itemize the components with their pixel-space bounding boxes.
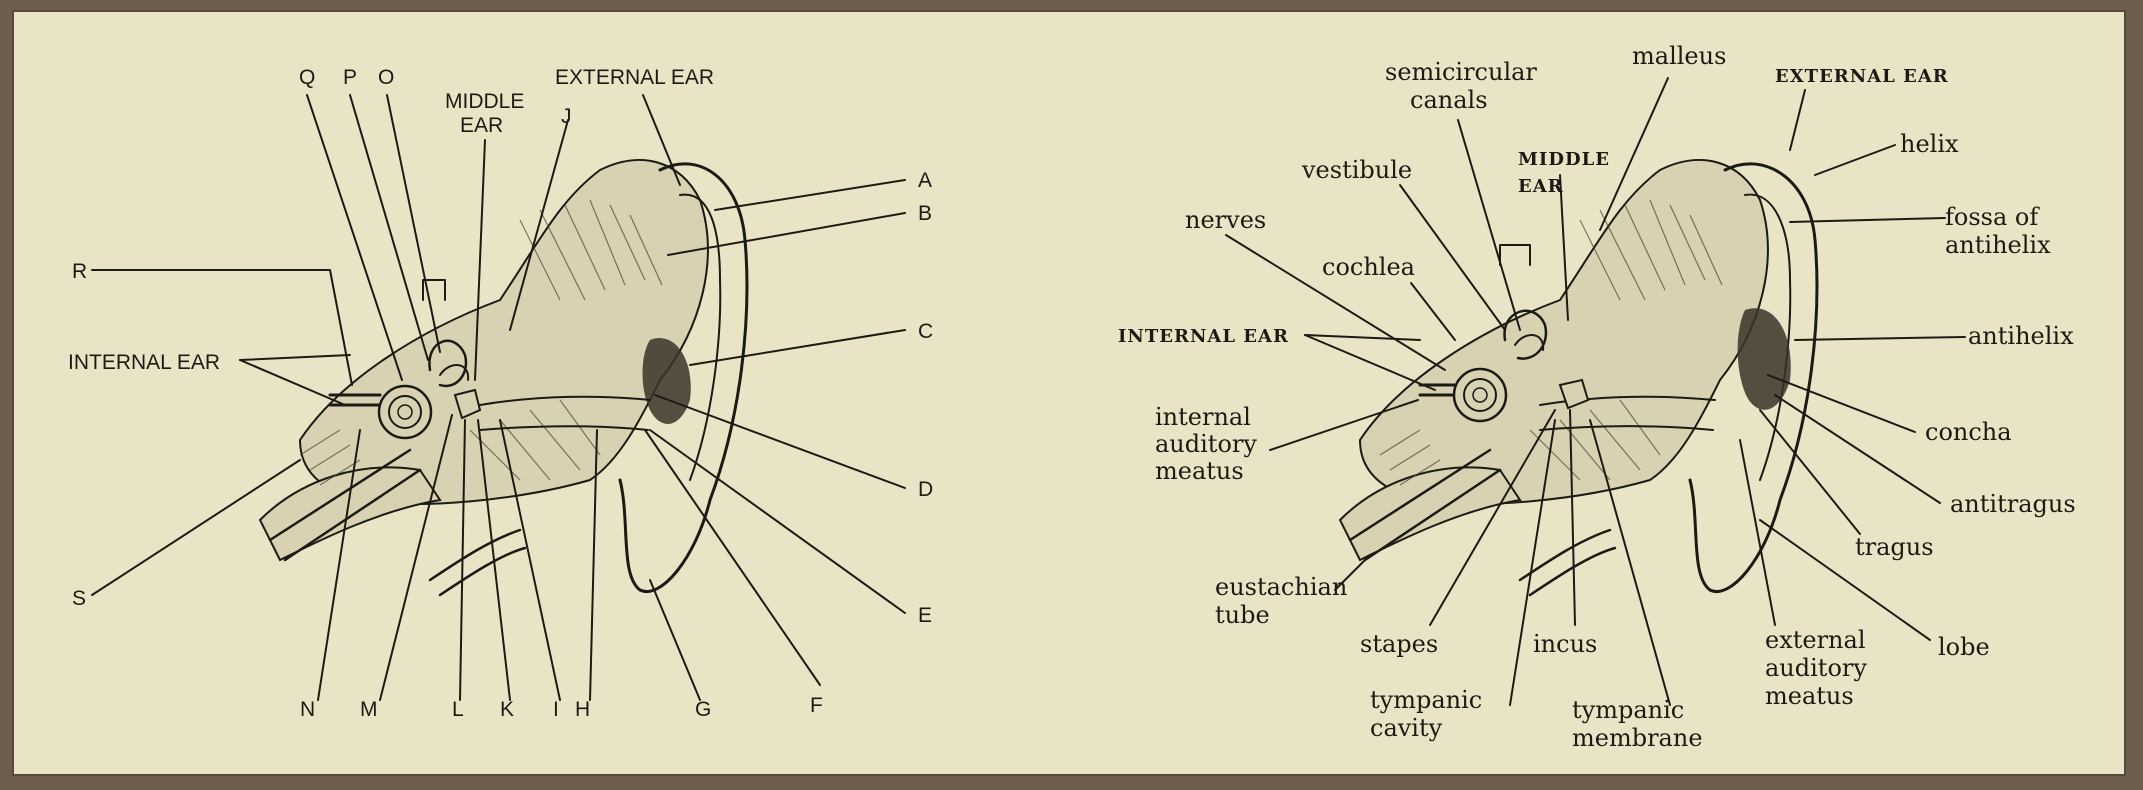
label-D: D <box>918 478 933 501</box>
label-H: H <box>575 698 590 721</box>
label-C: C <box>918 320 933 343</box>
label-cochlea: cochlea <box>1322 253 1415 281</box>
label-iam-3: meatus <box>1155 457 1244 485</box>
label-G: G <box>695 698 711 721</box>
label-iam-2: auditory <box>1155 430 1257 458</box>
right-ear-illustration <box>1340 160 1817 595</box>
label-lobe: lobe <box>1938 633 1990 661</box>
label-internal-ear-right: INTERNAL EAR <box>1118 326 1289 347</box>
label-E: E <box>918 604 932 627</box>
label-vestibule: vestibule <box>1301 156 1412 184</box>
label-et-2: tube <box>1215 601 1270 629</box>
label-eam-1: external <box>1765 626 1866 654</box>
left-ear-illustration <box>260 160 747 595</box>
label-K: K <box>500 698 514 721</box>
label-external-ear: EXTERNAL EAR <box>555 66 714 89</box>
label-tc-1: tympanic <box>1370 686 1482 714</box>
label-F: F <box>810 694 823 717</box>
label-P: P <box>343 66 357 89</box>
label-N: N <box>300 698 315 721</box>
label-eam-2: auditory <box>1765 654 1867 682</box>
label-middle-ear-right-2: EAR <box>1518 176 1564 197</box>
label-external-ear-right: EXTERNAL EAR <box>1775 66 1949 87</box>
label-incus: incus <box>1533 630 1597 658</box>
label-middle-ear-right-1: MIDDLE <box>1518 149 1610 170</box>
label-tragus: tragus <box>1855 533 1934 561</box>
label-antitragus: antitragus <box>1950 490 2076 518</box>
label-M: M <box>360 698 378 721</box>
label-L: L <box>452 698 464 721</box>
label-helix: helix <box>1900 130 1959 158</box>
label-tm-2: membrane <box>1572 724 1703 752</box>
label-et-1: eustachian <box>1215 573 1347 601</box>
label-external-auditory-meatus: external auditory meatus <box>1765 626 1875 710</box>
label-eam-3: meatus <box>1765 682 1854 710</box>
label-tympanic-cavity: tympanic cavity <box>1370 686 1490 742</box>
label-fossa-of-antihelix: fossa of antihelix <box>1945 203 2051 259</box>
label-fossa-1: fossa of <box>1945 203 2040 231</box>
label-J: J <box>561 105 572 128</box>
label-B: B <box>918 202 932 225</box>
label-O: O <box>378 66 394 89</box>
label-middle-ear-2: EAR <box>460 114 503 137</box>
label-internal-ear: INTERNAL EAR <box>68 351 220 374</box>
label-fossa-2: antihelix <box>1945 231 2051 259</box>
label-semicircular-canals: semicircular canals <box>1385 58 1545 114</box>
label-semicircular-canals-1: semicircular <box>1385 58 1537 86</box>
label-I: I <box>553 698 559 721</box>
label-middle-ear-1: MIDDLE <box>445 90 524 113</box>
label-middle-ear-right: MIDDLE EAR <box>1518 149 1617 197</box>
label-antihelix: antihelix <box>1968 322 2074 350</box>
label-stapes: stapes <box>1360 630 1438 658</box>
label-concha: concha <box>1925 418 2012 446</box>
label-A: A <box>918 169 932 192</box>
label-R: R <box>72 260 87 283</box>
label-tympanic-membrane: tympanic membrane <box>1572 696 1703 752</box>
label-middle-ear: MIDDLE EAR <box>445 90 530 137</box>
label-malleus: malleus <box>1632 42 1726 70</box>
label-tm-1: tympanic <box>1572 696 1684 724</box>
label-Q: Q <box>299 66 315 89</box>
label-iam-1: internal <box>1155 403 1251 431</box>
label-tc-2: cavity <box>1370 714 1443 742</box>
label-S: S <box>72 587 86 610</box>
label-internal-auditory-meatus: internal auditory meatus <box>1155 403 1265 485</box>
label-eustachian-tube: eustachian tube <box>1215 573 1355 629</box>
label-semicircular-canals-2: canals <box>1410 86 1488 114</box>
label-nerves: nerves <box>1185 206 1266 234</box>
